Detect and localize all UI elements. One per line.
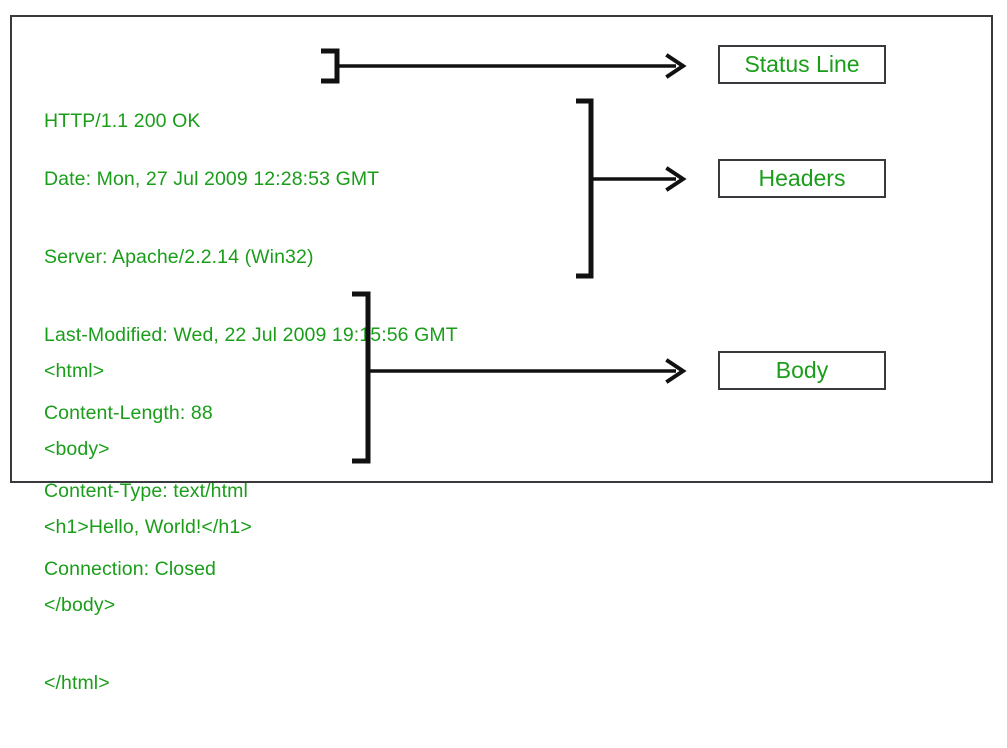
body-row-h1: <h1>Hello, World!</h1> xyxy=(44,516,252,538)
label-box-status-line-text: Status Line xyxy=(744,51,860,77)
label-box-body-text: Body xyxy=(775,357,829,383)
status-line-row: HTTP/1.1 200 OK xyxy=(44,110,201,132)
body-row-body-open: <body> xyxy=(44,438,110,460)
body-row-html-close: </html> xyxy=(44,672,110,694)
label-box-status-line: Status Line xyxy=(718,45,886,84)
body-row-html-open: <html> xyxy=(44,360,105,382)
diagram-frame xyxy=(10,15,993,483)
header-row-server: Server: Apache/2.2.14 (Win32) xyxy=(44,246,314,268)
body-row-body-close: </body> xyxy=(44,594,116,616)
header-row-last-modified: Last-Modified: Wed, 22 Jul 2009 19:15:56… xyxy=(44,324,458,346)
diagram-canvas: HTTP/1.1 200 OK Date: Mon, 27 Jul 2009 1… xyxy=(10,15,993,694)
header-row-content-type: Content-Type: text/html xyxy=(44,480,248,502)
body-text: <html> <body> <h1>Hello, World!</h1> </b… xyxy=(44,306,252,748)
label-box-headers: Headers xyxy=(718,159,886,198)
status-line-text: HTTP/1.1 200 OK xyxy=(44,56,200,186)
header-row-content-length: Content-Length: 88 xyxy=(44,402,213,424)
label-box-headers-text: Headers xyxy=(758,165,846,191)
header-row-date: Date: Mon, 27 Jul 2009 12:28:53 GMT xyxy=(44,168,380,190)
label-box-body: Body xyxy=(718,351,886,390)
